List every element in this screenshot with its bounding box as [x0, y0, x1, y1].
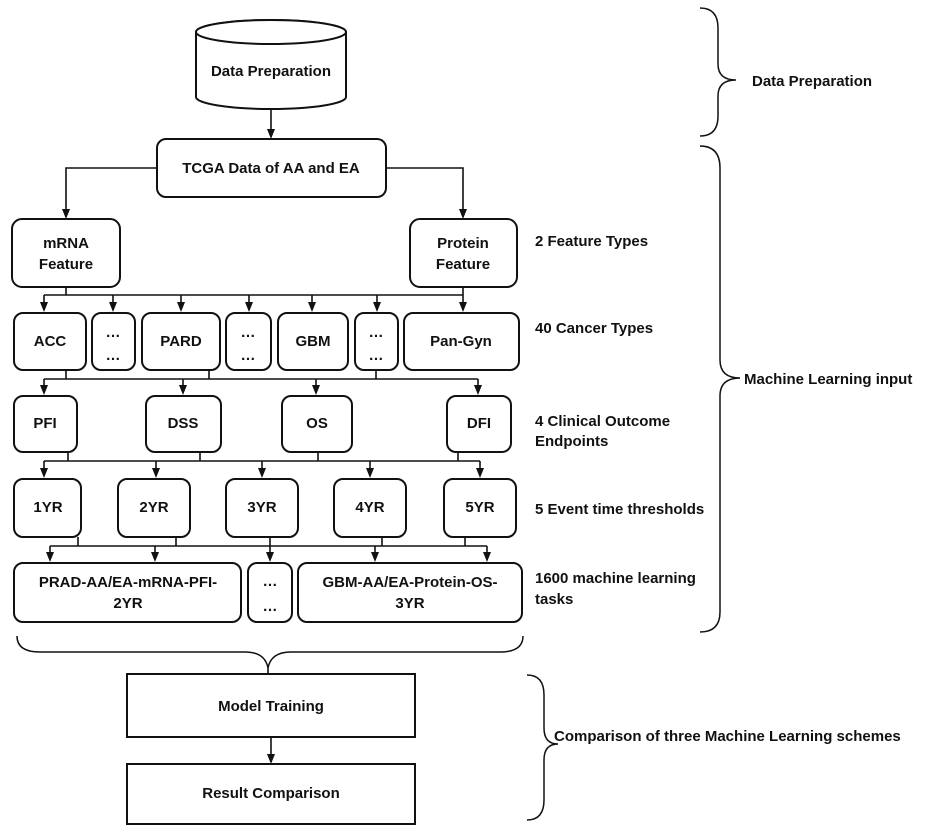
cancer-gbm-label: GBM	[296, 333, 331, 350]
cancer-gbm-node: GBM	[277, 312, 349, 371]
endpoint-os-node: OS	[281, 395, 353, 453]
mrna-label-line2: Feature	[39, 256, 93, 273]
annotation-feature-types: 2 Feature Types	[535, 233, 648, 250]
endpoint-pfi-box	[13, 395, 78, 453]
threshold-5yr-label: 5YR	[465, 499, 494, 516]
brace-data-preparation	[699, 7, 737, 137]
result-comparison-label: Result Comparison	[202, 785, 340, 802]
annotation-endpoints-line2: Endpoints	[535, 433, 608, 450]
model-training-label: Model Training	[218, 698, 324, 715]
endpoint-dfi-node: DFI	[446, 395, 512, 453]
protein-feature-box	[409, 218, 518, 288]
brace-label-data-preparation: Data Preparation	[752, 73, 872, 90]
tcga-node: TCGA Data of AA and EA	[156, 138, 387, 198]
threshold-2yr-box	[117, 478, 191, 538]
cancer-pan-gyn-label: Pan-Gyn	[430, 333, 492, 350]
protein-label-line1: Protein	[437, 235, 489, 252]
cancer-acc-node: ACC	[13, 312, 87, 371]
threshold-4yr-box	[333, 478, 407, 538]
data-preparation-label: Data Preparation	[211, 63, 331, 80]
threshold-3yr-node: 3YR	[225, 478, 299, 538]
cancer-pard-label: PARD	[160, 333, 202, 350]
endpoint-dss-label: DSS	[168, 415, 199, 432]
ellipsis-3-line1: …	[369, 324, 384, 341]
data-preparation-node: Data Preparation	[195, 19, 347, 110]
endpoint-dss-node: DSS	[145, 395, 222, 453]
task-right-line2: 3YR	[395, 595, 424, 612]
threshold-3yr-box	[225, 478, 299, 538]
threshold-3yr-label: 3YR	[247, 499, 276, 516]
tasks-brace	[16, 635, 524, 669]
result-comparison-box	[126, 763, 416, 825]
annotation-tasks-line2: tasks	[535, 591, 573, 608]
threshold-2yr-label: 2YR	[139, 499, 168, 516]
mrna-feature-node: mRNA Feature	[11, 218, 121, 288]
endpoint-os-box	[281, 395, 353, 453]
cancer-gbm-box	[277, 312, 349, 371]
threshold-4yr-label: 4YR	[355, 499, 384, 516]
brace-comparison	[526, 674, 559, 821]
threshold-2yr-node: 2YR	[117, 478, 191, 538]
cancer-acc-box	[13, 312, 87, 371]
endpoint-pfi-label: PFI	[33, 415, 56, 432]
brace-label-comparison: Comparison of three Machine Learning sch…	[554, 728, 901, 745]
task-ellipsis-node: … …	[247, 562, 293, 623]
cancer-acc-label: ACC	[34, 333, 67, 350]
brace-ml-input	[699, 145, 741, 633]
cancer-pard-node: PARD	[141, 312, 221, 371]
model-training-node: Model Training	[126, 673, 416, 738]
threshold-4yr-node: 4YR	[333, 478, 407, 538]
task-left-line2: 2YR	[113, 595, 142, 612]
endpoint-pfi-node: PFI	[13, 395, 78, 453]
endpoint-dss-box	[145, 395, 222, 453]
threshold-1yr-box	[13, 478, 82, 538]
ellipsis-3-line2: …	[369, 347, 384, 364]
annotation-endpoints-line1: 4 Clinical Outcome	[535, 413, 670, 430]
cancer-pard-box	[141, 312, 221, 371]
model-training-box	[126, 673, 416, 738]
cancer-ellipsis-3: … …	[354, 312, 399, 371]
threshold-1yr-node: 1YR	[13, 478, 82, 538]
protein-feature-node: Protein Feature	[409, 218, 518, 288]
ellipsis-1-line1: …	[106, 324, 121, 341]
task-right-node: GBM-AA/EA-Protein-OS- 3YR	[297, 562, 523, 623]
ellipsis-2-line2: …	[241, 347, 256, 364]
brace-label-ml-input: Machine Learning input	[744, 371, 912, 388]
result-comparison-node: Result Comparison	[126, 763, 416, 825]
threshold-5yr-node: 5YR	[443, 478, 517, 538]
ellipsis-box-1	[91, 312, 136, 371]
cancer-pan-gyn-box	[403, 312, 520, 371]
threshold-5yr-box	[443, 478, 517, 538]
endpoint-os-label: OS	[306, 415, 328, 432]
mrna-feature-box	[11, 218, 121, 288]
threshold-1yr-label: 1YR	[33, 499, 62, 516]
annotation-tasks-line1: 1600 machine learning	[535, 570, 696, 587]
task-left-box	[13, 562, 242, 623]
cancer-ellipsis-1: … …	[91, 312, 136, 371]
cancer-pan-gyn-node: Pan-Gyn	[403, 312, 520, 371]
task-left-line1: PRAD-AA/EA-mRNA-PFI-	[39, 574, 217, 591]
tcga-label: TCGA Data of AA and EA	[182, 160, 360, 177]
arrow-tcga-to-protein	[386, 167, 467, 219]
cancer-ellipsis-2: … …	[225, 312, 272, 371]
protein-label-line2: Feature	[436, 256, 490, 273]
task-right-line1: GBM-AA/EA-Protein-OS-	[323, 574, 498, 591]
ellipsis-box-2	[225, 312, 272, 371]
task-left-node: PRAD-AA/EA-mRNA-PFI- 2YR	[13, 562, 242, 623]
endpoint-dfi-box	[446, 395, 512, 453]
task-ellipsis-box	[247, 562, 293, 623]
annotation-thresholds: 5 Event time thresholds	[535, 501, 704, 518]
endpoint-dfi-label: DFI	[467, 415, 491, 432]
task-right-box	[297, 562, 523, 623]
ellipsis-2-line1: …	[241, 324, 256, 341]
cylinder-top	[195, 19, 347, 45]
annotation-cancer-types: 40 Cancer Types	[535, 320, 653, 337]
arrow-tcga-to-mrna	[62, 167, 157, 219]
task-ellipsis-line1: …	[263, 573, 278, 590]
task-ellipsis-line2: …	[263, 598, 278, 615]
mrna-label-line1: mRNA	[43, 235, 89, 252]
ellipsis-1-line2: …	[106, 347, 121, 364]
